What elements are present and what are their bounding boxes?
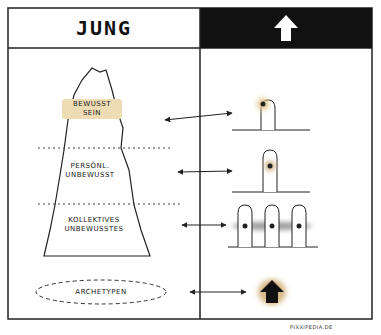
iceberg-level: BEWUSST SEIN bbox=[62, 96, 122, 122]
collective-dot bbox=[297, 224, 302, 229]
iceberg-outline bbox=[44, 68, 150, 256]
collective-dot bbox=[243, 224, 248, 229]
iceberg-level: KOLLEKTIVES UNBEWUSSTES bbox=[48, 212, 140, 238]
level-label: KOLLEKTIVES UNBEWUSSTES bbox=[48, 215, 140, 235]
unconscious-dot bbox=[268, 164, 273, 169]
archetype-ellipse: ARCHETYPEN bbox=[35, 279, 167, 305]
double-arrow bbox=[165, 113, 232, 120]
level-divider bbox=[38, 204, 180, 205]
double-arrow bbox=[182, 225, 226, 226]
dot-glow bbox=[257, 98, 269, 110]
column-divider bbox=[199, 8, 201, 319]
iceberg-level: PERSÖNL. UNBEWUSST bbox=[52, 158, 128, 184]
person-figure bbox=[292, 205, 306, 247]
level-divider bbox=[38, 148, 172, 149]
header-black-box bbox=[200, 8, 372, 48]
watermark: PIXXIPEDIA.DE bbox=[290, 324, 333, 330]
level-label: PERSÖNL. UNBEWUSST bbox=[52, 161, 128, 181]
person-figure bbox=[265, 205, 279, 247]
person-figure bbox=[238, 205, 252, 247]
double-arrow bbox=[190, 292, 246, 293]
archetype-glow bbox=[258, 279, 286, 305]
person-figure bbox=[263, 150, 277, 192]
ellipse-outline bbox=[36, 280, 166, 304]
level-label: ARCHETYPEN bbox=[73, 287, 128, 298]
outer-frame bbox=[8, 8, 372, 319]
diagram-title: JUNG bbox=[9, 9, 199, 47]
dot-glow bbox=[265, 161, 275, 171]
level-label: BEWUSST SEIN bbox=[62, 99, 122, 119]
double-arrow bbox=[178, 171, 232, 172]
consciousness-dot bbox=[261, 102, 266, 107]
collective-dot bbox=[270, 224, 275, 229]
header-arrow-symbol bbox=[274, 15, 298, 41]
archetype-arrow-symbol bbox=[260, 280, 284, 303]
